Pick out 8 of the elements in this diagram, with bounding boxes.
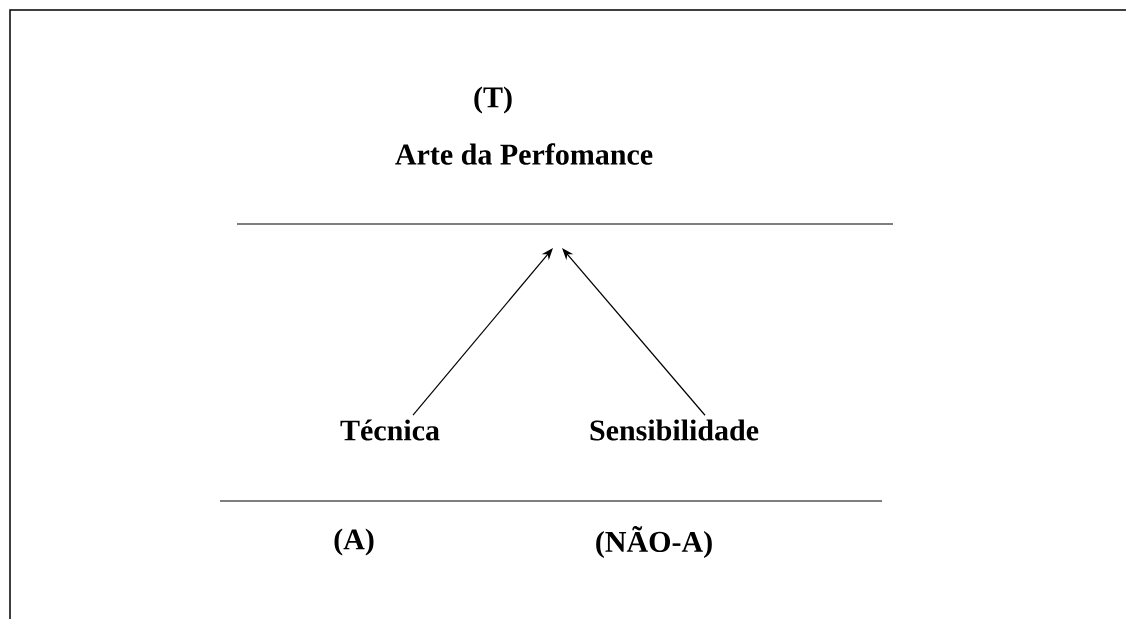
label: (NÃO-A) <box>596 525 712 559</box>
label: (A) <box>334 528 374 556</box>
arrow <box>412 248 553 416</box>
node-text: Técnica <box>340 419 440 441</box>
arrow <box>562 248 706 416</box>
node-text: Sensibilidade <box>590 419 759 441</box>
node-text: Arte da Perfomance <box>395 143 653 165</box>
node-text: (T) <box>474 86 512 114</box>
